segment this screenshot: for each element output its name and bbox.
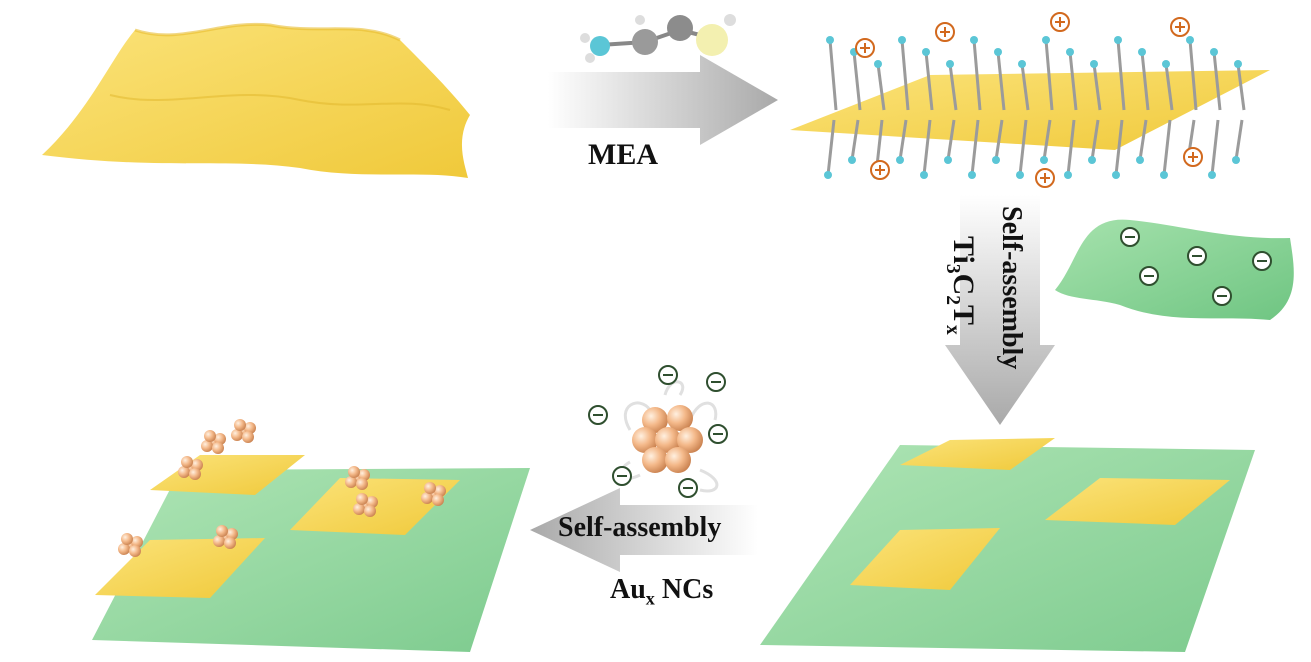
mea-label: MEA — [588, 138, 658, 171]
aux-ncs-label: Aux NCs — [610, 574, 714, 609]
mea-modified-sheet — [790, 36, 1270, 179]
positive-charges — [855, 12, 1203, 188]
final-composite — [92, 419, 530, 652]
ti3c2tx-sheet-plain — [42, 24, 470, 178]
mea-molecule-icon — [580, 14, 736, 63]
arrow-self-assembly-left — [530, 488, 758, 572]
ti3c2tx-label: Ti3C2Tx — [942, 236, 980, 335]
mxene-mea-composite — [760, 438, 1255, 652]
au-nanocluster-icon — [619, 380, 719, 493]
self-assembly-label-vertical: Self-assembly — [996, 206, 1027, 370]
arrow-mea — [548, 55, 778, 145]
self-assembly-label-horizontal: Self-assembly — [558, 512, 722, 543]
mxene-sheet — [1055, 219, 1294, 320]
arrow-self-assembly-down — [945, 195, 1055, 425]
